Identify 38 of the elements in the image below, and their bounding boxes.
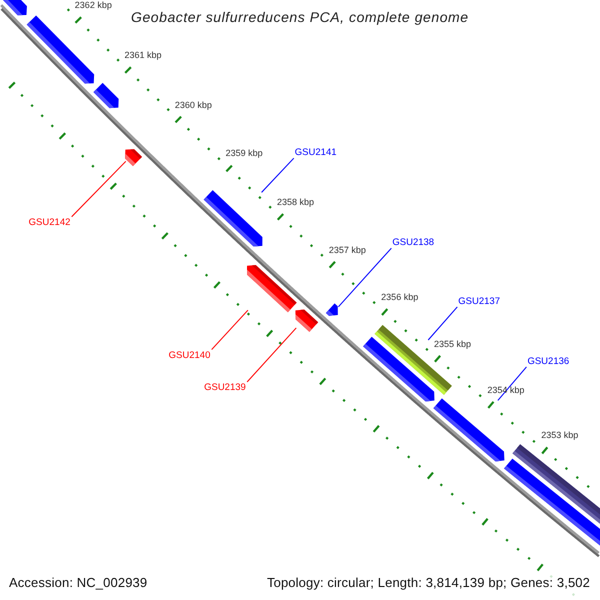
gene-feature (26, 16, 94, 84)
tick-label: 2359 kbp (226, 148, 263, 160)
tick-label: 2358 kbp (276, 196, 314, 208)
gene-label: GSU2139 (204, 382, 246, 393)
gene-label: GSU2137 (458, 296, 500, 307)
leader-line (338, 248, 392, 308)
tick-label: 2355 kbp (434, 338, 472, 350)
gene-feature (204, 190, 262, 247)
tick-label: 2362 kbp (74, 0, 112, 11)
gene-label: GSU2138 (392, 237, 434, 248)
tick-label: 2354 kbp (487, 384, 524, 396)
tick-label: 2353 kbp (541, 430, 578, 442)
tick-label: 2356 kbp (381, 292, 418, 303)
leader-line (261, 158, 294, 193)
leader-line (71, 160, 126, 218)
gene-feature (93, 82, 119, 108)
gene-feature (125, 149, 142, 166)
gene-feature (3, 0, 27, 16)
gene-feature (363, 336, 434, 402)
leader-line (497, 366, 527, 401)
gene-label: GSU2140 (168, 350, 210, 361)
accession-note: Accession: NC_002939 (9, 575, 148, 590)
tick-label: 2357 kbp (328, 244, 366, 256)
gene-label: GSU2142 (28, 216, 70, 228)
gene-label: GSU2136 (527, 356, 570, 367)
tick-label: 2361 kbp (124, 50, 162, 62)
genome-stats-note: Topology: circular; Length: 3,814,139 bp; Genes: 3,502 (266, 575, 590, 590)
gene-feature (295, 310, 318, 332)
leader-line (246, 327, 297, 382)
tick-label: 2360 kbp (174, 100, 212, 111)
gene-feature (326, 303, 338, 316)
map-title: Geobacter sulfurreducens PCA, complete genome (131, 9, 469, 25)
gene-feature (433, 398, 504, 462)
gene-feature (247, 265, 297, 312)
gene-feature (504, 458, 600, 546)
leader-line (428, 306, 458, 340)
gene-label: GSU2141 (294, 147, 337, 158)
leader-line (211, 310, 248, 350)
